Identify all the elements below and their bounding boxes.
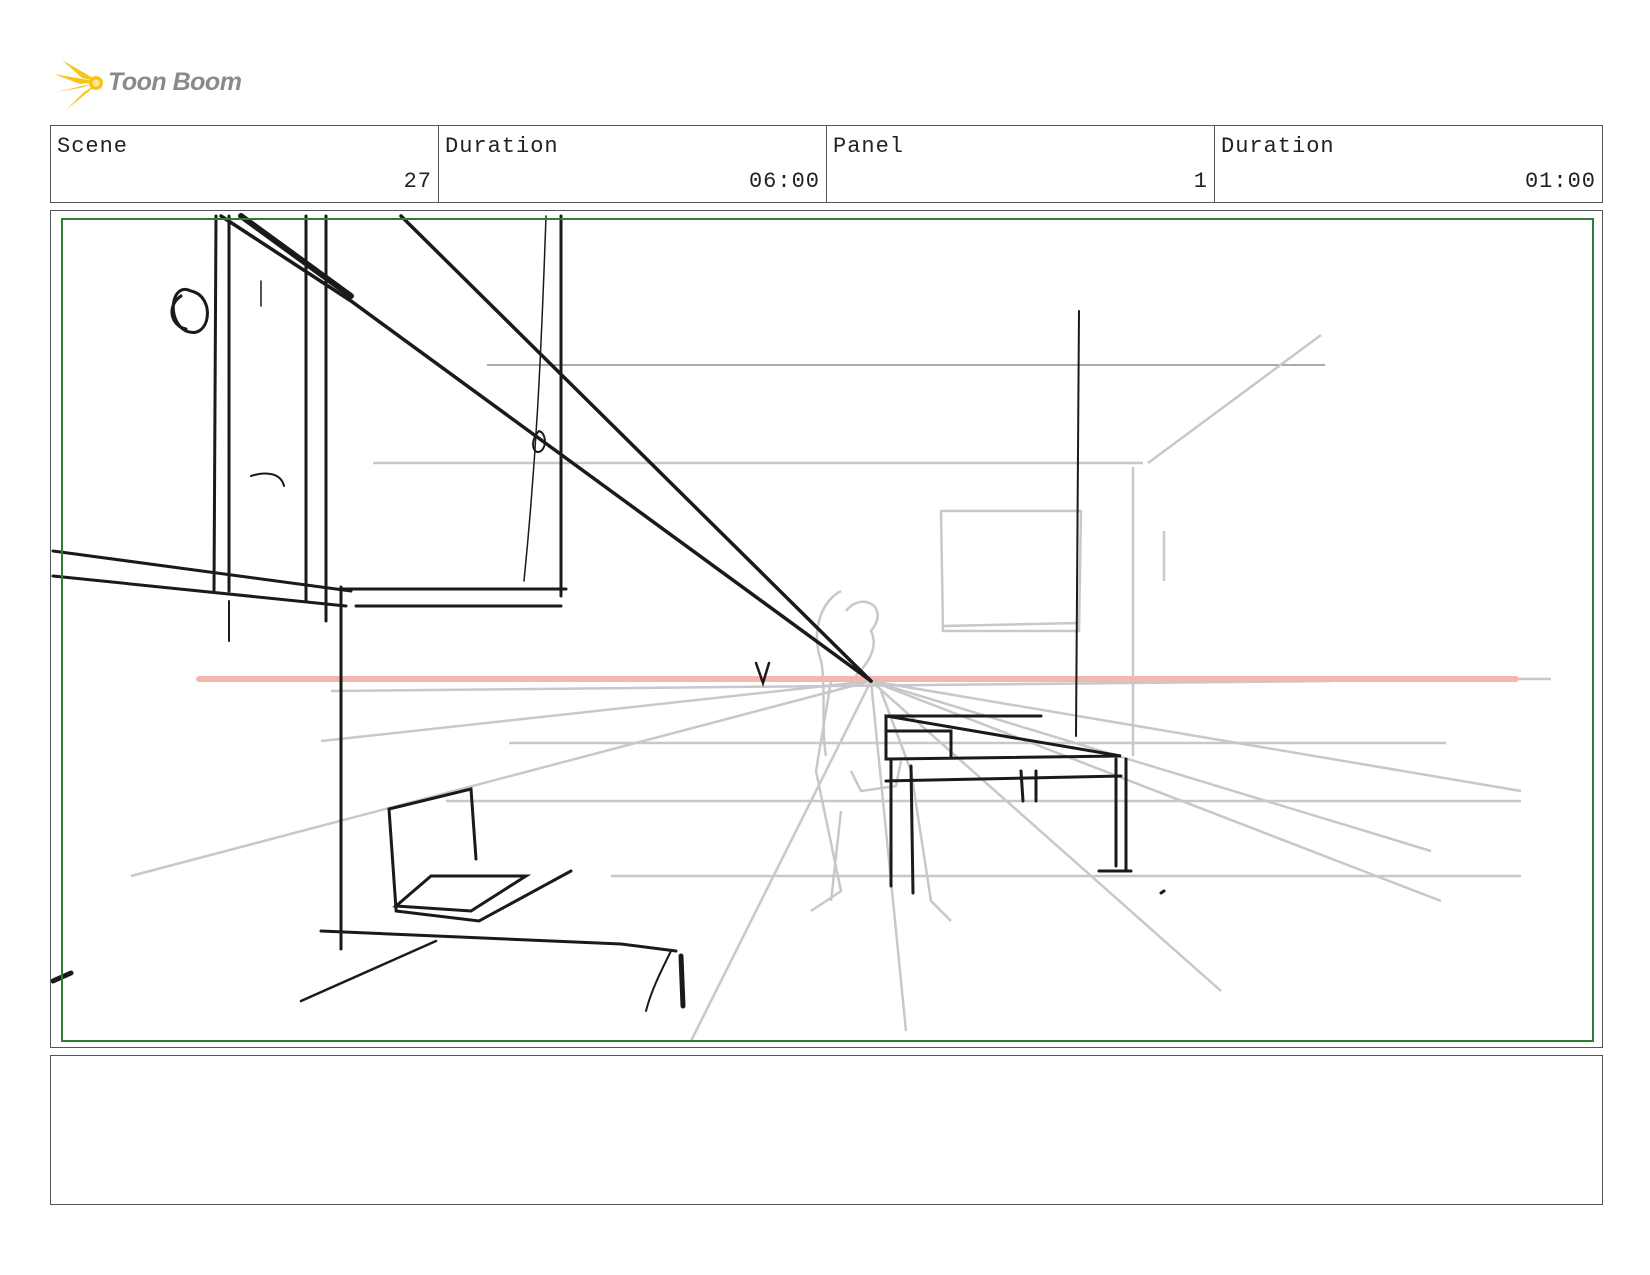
- panel-duration-value: 01:00: [1524, 169, 1596, 194]
- panel-notes-box[interactable]: [50, 1055, 1603, 1205]
- scene-duration-cell: Duration 06:00: [439, 126, 827, 202]
- storyboard-panel: [50, 210, 1603, 1048]
- rough-construction-lines: [130, 333, 1551, 1042]
- panel-label: Panel: [833, 134, 905, 159]
- panel-duration-cell: Duration 01:00: [1215, 126, 1602, 202]
- scene-duration-value: 06:00: [748, 169, 820, 194]
- panel-value: 1: [1193, 169, 1208, 194]
- scene-label: Scene: [57, 134, 129, 159]
- panel-cell: Panel 1: [827, 126, 1215, 202]
- logo-wordmark: Toon Boom: [108, 68, 242, 96]
- scene-value: 27: [403, 169, 432, 194]
- panel-duration-label: Duration: [1221, 134, 1335, 159]
- scene-duration-label: Duration: [445, 134, 559, 159]
- toon-boom-logo: Toon Boom: [52, 56, 262, 112]
- starburst-logo-icon: [54, 60, 103, 110]
- storyboard-header: Scene 27 Duration 06:00 Panel 1 Duration…: [50, 125, 1603, 203]
- panel-sketch: [51, 213, 1594, 1042]
- ink-linework: [51, 213, 1166, 1012]
- scene-cell: Scene 27: [51, 126, 439, 202]
- safe-frame: [61, 218, 1594, 1042]
